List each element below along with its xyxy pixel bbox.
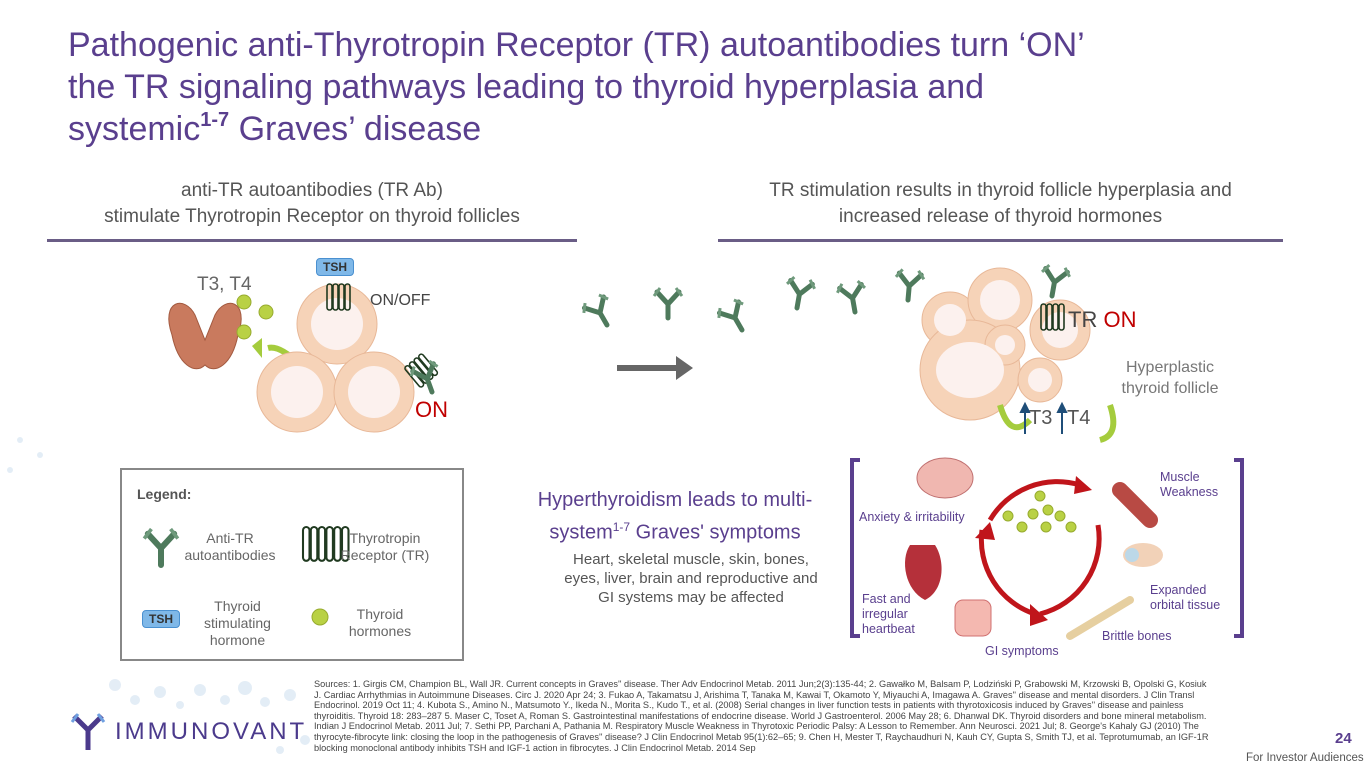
tsh-badge: TSH	[316, 258, 354, 276]
hyperplastic-label: Hyperplastic thyroid follicle	[1121, 359, 1219, 397]
release-arrow	[1099, 404, 1117, 443]
page-number: 24	[1335, 730, 1352, 747]
right-heading: TR stimulation results in thyroid follic…	[718, 178, 1283, 230]
right-heading-line: increased release of thyroid hormones	[838, 206, 1163, 227]
symptom-gi: GI symptoms	[985, 644, 1059, 658]
background-dots	[7, 437, 310, 754]
slide-title: Pathogenic anti-Thyrotropin Receptor (TR…	[68, 24, 1268, 150]
left-heading-line: stimulate Thyrotropin Receptor on thyroi…	[104, 206, 520, 227]
left-divider	[47, 239, 577, 242]
title-text: Graves’ disease	[229, 110, 482, 148]
right-arrow-icon	[617, 356, 693, 380]
heart-icon	[905, 545, 942, 600]
heading-text: Graves' symptoms	[630, 521, 801, 544]
thyroid-hormone-dots	[236, 294, 274, 340]
legend-label-hormones: Thyroid hormones	[348, 606, 412, 639]
symptom-eye: Expanded orbital tissue	[1150, 583, 1221, 612]
left-heading: anti-TR autoantibodies (TR Ab) stimulate…	[47, 178, 577, 230]
on-label: ON	[415, 397, 448, 422]
tr-label: TR	[1068, 307, 1098, 332]
legend-label-receptor: Thyrotropin Receptor (TR)	[340, 530, 430, 563]
release-arrow	[997, 404, 1033, 431]
tr-on-label: TR ON	[1068, 307, 1136, 333]
bone-icon	[1066, 596, 1134, 640]
heading-superscript: 1-7	[612, 520, 631, 534]
t3-label: T3	[1029, 407, 1053, 429]
increase-arrow-icon	[1019, 401, 1068, 434]
title-line: systemic1-7 Graves’ disease	[68, 108, 1268, 150]
hormones-label: T3, T4	[197, 274, 252, 295]
right-heading-line: TR stimulation results in thyroid follic…	[769, 180, 1232, 201]
right-divider	[718, 239, 1283, 242]
symptom-bones: Brittle bones	[1102, 629, 1172, 643]
title-superscript: 1-7	[200, 109, 230, 131]
legend-label-tsh: Thyroid stimulating hormone	[204, 598, 271, 648]
title-line: the TR signaling pathways leading to thy…	[68, 68, 985, 106]
title-line: Pathogenic anti-Thyrotropin Receptor (TR…	[68, 26, 1085, 64]
hormone-legend-icon	[311, 608, 329, 626]
on-label: ON	[1103, 307, 1137, 332]
logo-wordmark: IMMUNOVANT	[115, 718, 308, 745]
heading-text: Hyperthyroidism leads to multi-system	[537, 489, 813, 544]
right-bracket	[1234, 458, 1244, 638]
left-heading-line: anti-TR autoantibodies (TR Ab)	[181, 180, 443, 201]
symptom-anxiety: Anxiety & irritability	[859, 510, 965, 524]
thyroid-gland-icon	[168, 302, 242, 370]
hormone-dots	[1002, 490, 1077, 533]
on-off-label: ON/OFF	[370, 292, 431, 309]
muscle-icon	[1112, 482, 1158, 528]
disclaimer: For Investor Audiences Only	[1246, 752, 1365, 764]
symptoms-body: Heart, skeletal muscle, skin, bones, eye…	[564, 551, 818, 606]
legend-box	[120, 468, 464, 661]
sources-footnote: Sources: 1. Girgis CM, Champion BL, Wall…	[314, 679, 1209, 753]
symptom-muscle: Muscle Weakness	[1160, 470, 1219, 499]
title-text: systemic	[68, 110, 201, 148]
symptom-cycle	[978, 479, 1102, 617]
immunovant-logo: IMMUNOVANT	[68, 710, 304, 757]
t4-label: T4	[1067, 407, 1091, 429]
tsh-legend-badge: TSH	[142, 610, 180, 628]
symptom-heart: Fast and irregular heartbeat	[862, 592, 915, 636]
brain-icon	[916, 457, 974, 499]
symptoms-heading: Hyperthyroidism leads to multi-system1-7…	[505, 487, 845, 547]
intestine-icon	[954, 599, 992, 637]
legend-label-antibody: Anti-TR autoantibodies	[184, 530, 276, 563]
legend-title: Legend:	[137, 486, 192, 502]
logo-antibody-icon	[70, 713, 106, 750]
left-bracket	[850, 458, 860, 638]
